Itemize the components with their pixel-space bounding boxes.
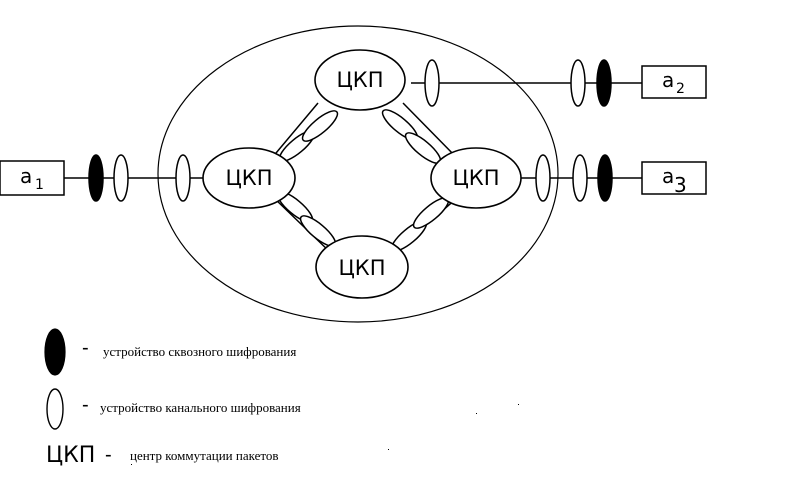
scan-specks xyxy=(131,404,519,465)
legend-dash: - xyxy=(82,394,89,416)
network-boundary xyxy=(157,25,559,323)
channel-encryptor xyxy=(113,154,129,202)
channel-symbol xyxy=(46,388,64,430)
speck xyxy=(131,464,132,465)
end-to-end-encryptor xyxy=(596,59,612,107)
channel-encryptor xyxy=(301,110,339,142)
terminal-a1: a 1 xyxy=(0,160,65,196)
speck xyxy=(388,449,389,450)
channel-encryptor xyxy=(572,154,588,202)
switching-node-left: ЦКП xyxy=(202,147,296,209)
terminal-subscript: 3 xyxy=(674,173,687,197)
link-top-left xyxy=(270,102,319,160)
legend-channel: - устройство канального шифрования xyxy=(46,388,301,430)
link-top-right xyxy=(402,102,459,160)
node-shape xyxy=(314,49,406,111)
legend-dash: - xyxy=(82,337,89,359)
end-to-end-devices xyxy=(88,59,613,202)
channel-encryptor xyxy=(570,59,586,107)
terminal-subscript: 1 xyxy=(35,177,44,193)
node-label: ЦКП xyxy=(336,68,383,92)
legend-channel-text: устройство канального шифрования xyxy=(100,400,301,415)
terminal-label: a xyxy=(662,68,674,92)
node-shape xyxy=(202,147,296,209)
legend-dash: - xyxy=(105,444,112,466)
switching-node-bottom: ЦКП xyxy=(315,235,409,299)
channel-encryptor xyxy=(424,59,440,107)
terminals: a 1 a 2 a 3 xyxy=(0,65,707,197)
node-shape xyxy=(430,147,522,209)
terminal-a3: a 3 xyxy=(641,161,707,197)
speck xyxy=(518,404,519,405)
terminal-a2: a 2 xyxy=(641,65,707,99)
terminal-box xyxy=(641,161,707,195)
node-label: ЦКП xyxy=(452,166,499,190)
switching-node-top: ЦКП xyxy=(314,49,406,111)
channel-encryptor xyxy=(175,154,191,202)
terminal-box xyxy=(0,160,65,196)
legend-pcc-text: центр коммутации пакетов xyxy=(130,448,279,463)
channel-devices xyxy=(113,59,588,252)
node-label: ЦКП xyxy=(225,166,272,190)
terminal-box xyxy=(641,65,707,99)
switching-nodes: ЦКП ЦКП ЦКП ЦКП xyxy=(202,49,522,299)
end-to-end-symbol xyxy=(44,328,66,376)
legend-pcc-abbr: ЦКП xyxy=(46,443,95,468)
node-shape xyxy=(315,235,409,299)
legend: - устройство сквозного шифрования - устр… xyxy=(44,328,301,468)
switching-node-right: ЦКП xyxy=(430,147,522,209)
terminal-label: a xyxy=(20,164,32,188)
terminal-subscript: 2 xyxy=(676,81,685,97)
legend-end-to-end-text: устройство сквозного шифрования xyxy=(103,344,296,359)
end-to-end-encryptor xyxy=(88,154,104,202)
speck xyxy=(476,413,477,414)
terminal-label: a xyxy=(662,164,674,188)
end-to-end-encryptor xyxy=(597,154,613,202)
legend-end-to-end: - устройство сквозного шифрования xyxy=(44,328,296,376)
node-label: ЦКП xyxy=(338,256,385,280)
legend-pcc: ЦКП - центр коммутации пакетов xyxy=(46,443,279,468)
channel-encryptor xyxy=(535,154,551,202)
